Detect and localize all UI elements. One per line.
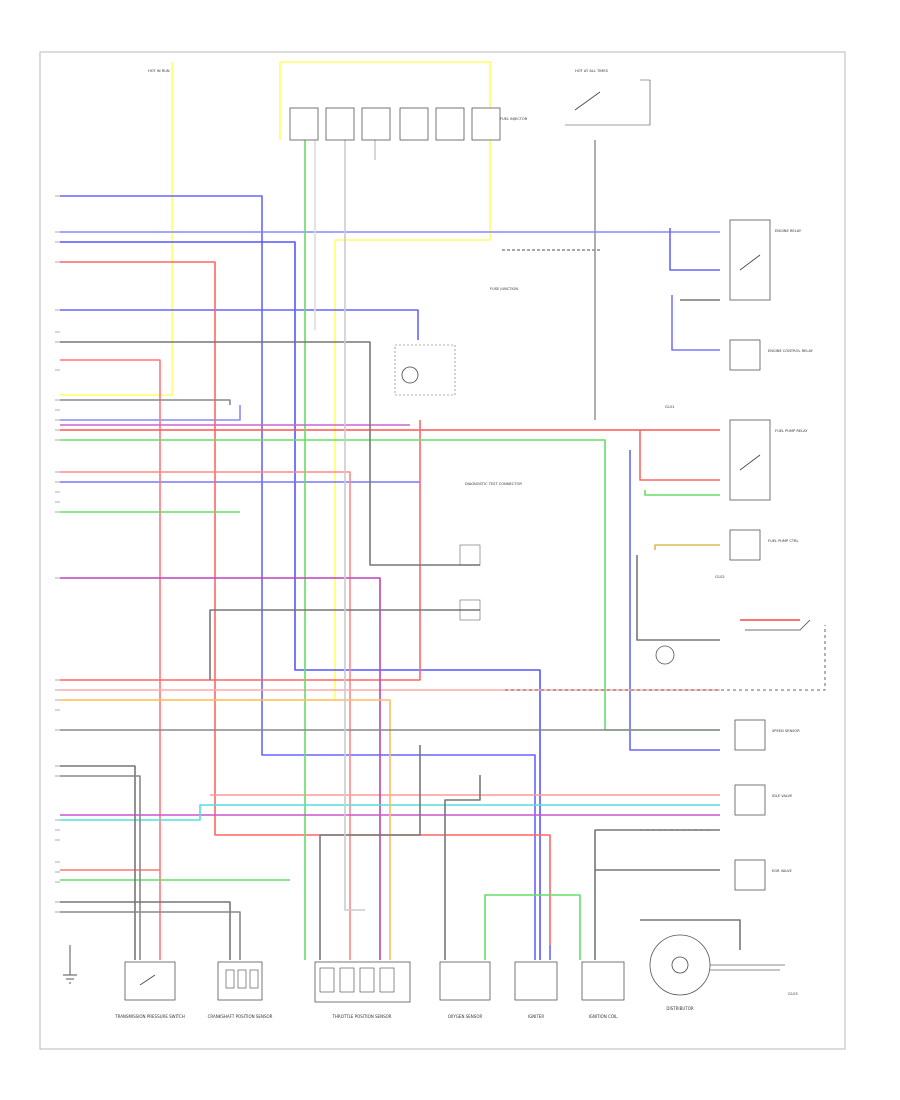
right-relays [655, 219, 811, 891]
wire-red-6 [60, 420, 421, 681]
distributor-circle [649, 934, 711, 996]
fuse-block-6 [471, 107, 501, 141]
wire-cyan-1 [60, 804, 720, 821]
wire-green-1 [60, 439, 720, 731]
wire-black-10 [636, 555, 720, 641]
fuse-block-1 [289, 107, 319, 141]
ecm-pin-ticks [55, 195, 60, 913]
fuel-pump-circle [655, 645, 675, 665]
fuel-ctrl-box [729, 529, 761, 561]
wire-black-6 [444, 775, 481, 960]
wire-black-1 [60, 341, 480, 566]
idle-valve-box [734, 784, 766, 816]
label-hot-in-run: HOT IN RUN [148, 69, 170, 73]
fuse-block-4 [399, 107, 429, 141]
switch-top-right [574, 91, 601, 111]
label-crank-sensor: CRANKSHAFT POSITION SENSOR [208, 1014, 273, 1019]
wire-yellow-top [279, 61, 491, 140]
wire-gray-4 [60, 911, 241, 960]
wire-red-4 [60, 471, 351, 960]
trans-pressure-switch-box [124, 961, 176, 1001]
label-hot-at-all-times: HOT AT ALL TIMES [575, 69, 609, 73]
fuse-block-5 [435, 107, 465, 141]
label-diag-connector: DIAGNOSTIC TEST CONNECTOR [465, 482, 522, 486]
label-o2-sensor: OXYGEN SENSOR [448, 1014, 483, 1019]
wire-blue-3 [60, 241, 541, 960]
speed-sensor-box [734, 719, 766, 751]
label-engine-relay: ENGINE RELAY [775, 229, 802, 233]
wire-red-7 [639, 430, 720, 481]
wire-blue-4 [60, 309, 419, 340]
wire-blue-1 [60, 195, 536, 960]
egr-valve-box [734, 859, 766, 891]
label-fuel-relay: FUEL PUMP RELAY [775, 429, 808, 433]
wire-black-4 [60, 901, 231, 960]
label-ground-3: G103 [788, 992, 798, 996]
igniter-box [514, 961, 558, 1001]
wire-blue-5 [60, 405, 241, 421]
label-fuse-junction: FUSE JUNCTION [490, 287, 518, 291]
engine-ctrl-relay-box [729, 339, 761, 371]
wire-blue-8 [671, 295, 720, 351]
wires [60, 61, 826, 960]
label-trans-switch: TRANSMISSION PRESSURE SWITCH [114, 1014, 185, 1019]
wire-black-7 [594, 829, 720, 960]
label-igniter: IGNITER [528, 1014, 544, 1019]
label-ground-1: G101 [665, 405, 675, 409]
o2-sensor-box [439, 961, 491, 1001]
label-distributor: DISTRIBUTOR [666, 1006, 693, 1011]
fuse-block-2 [325, 107, 355, 141]
label-speed-sensor: SPEED SENSOR [772, 729, 800, 733]
wire-yellow-1 [60, 140, 173, 396]
label-tps: THROTTLE POSITION SENSOR [331, 1014, 391, 1019]
diagram-frame [39, 51, 846, 1050]
labels: HOT IN RUN HOT AT ALL TIMES FUEL INJECTO… [114, 69, 813, 1019]
top-relay-blocks [289, 79, 651, 141]
wire-black-3 [60, 765, 136, 960]
engine-relay-box [729, 219, 771, 301]
label-fuel-injector: FUEL INJECTOR [500, 117, 528, 121]
wire-red-1 [60, 261, 551, 945]
wire-tan-1 [654, 544, 720, 550]
fuel-relay-box [729, 419, 771, 501]
wire-black-5 [319, 745, 421, 960]
wire-gray-1 [60, 399, 231, 405]
ignition-coil-box [581, 961, 625, 1001]
wire-dashed-1 [505, 625, 826, 691]
label-egr-valve: EGR VALVE [772, 869, 792, 873]
wire-black-11 [640, 919, 741, 950]
bottom-components [63, 934, 785, 1003]
label-engine-ctrl-relay: ENGINE CONTROL RELAY [768, 349, 814, 353]
wire-blue-7 [669, 228, 720, 271]
fuse-block-3 [361, 107, 391, 141]
wire-green-4 [644, 490, 720, 496]
wire-blue-9 [629, 450, 720, 751]
label-idle-valve: IDLE VALVE [772, 794, 793, 798]
wire-orange-1 [60, 699, 391, 960]
center-module [394, 344, 481, 621]
wire-black-2 [209, 609, 480, 680]
wire-white-2 [344, 140, 365, 911]
wire-purple-1 [60, 577, 381, 960]
wire-green-5 [484, 894, 581, 960]
label-ignition-coil: IGNITION COIL [589, 1014, 619, 1019]
label-ground-2: G102 [715, 575, 725, 579]
wire-gray-3 [60, 775, 141, 960]
label-fuel-ctrl: FUEL PUMP CTRL [768, 539, 799, 543]
wire-red-2 [60, 359, 161, 960]
